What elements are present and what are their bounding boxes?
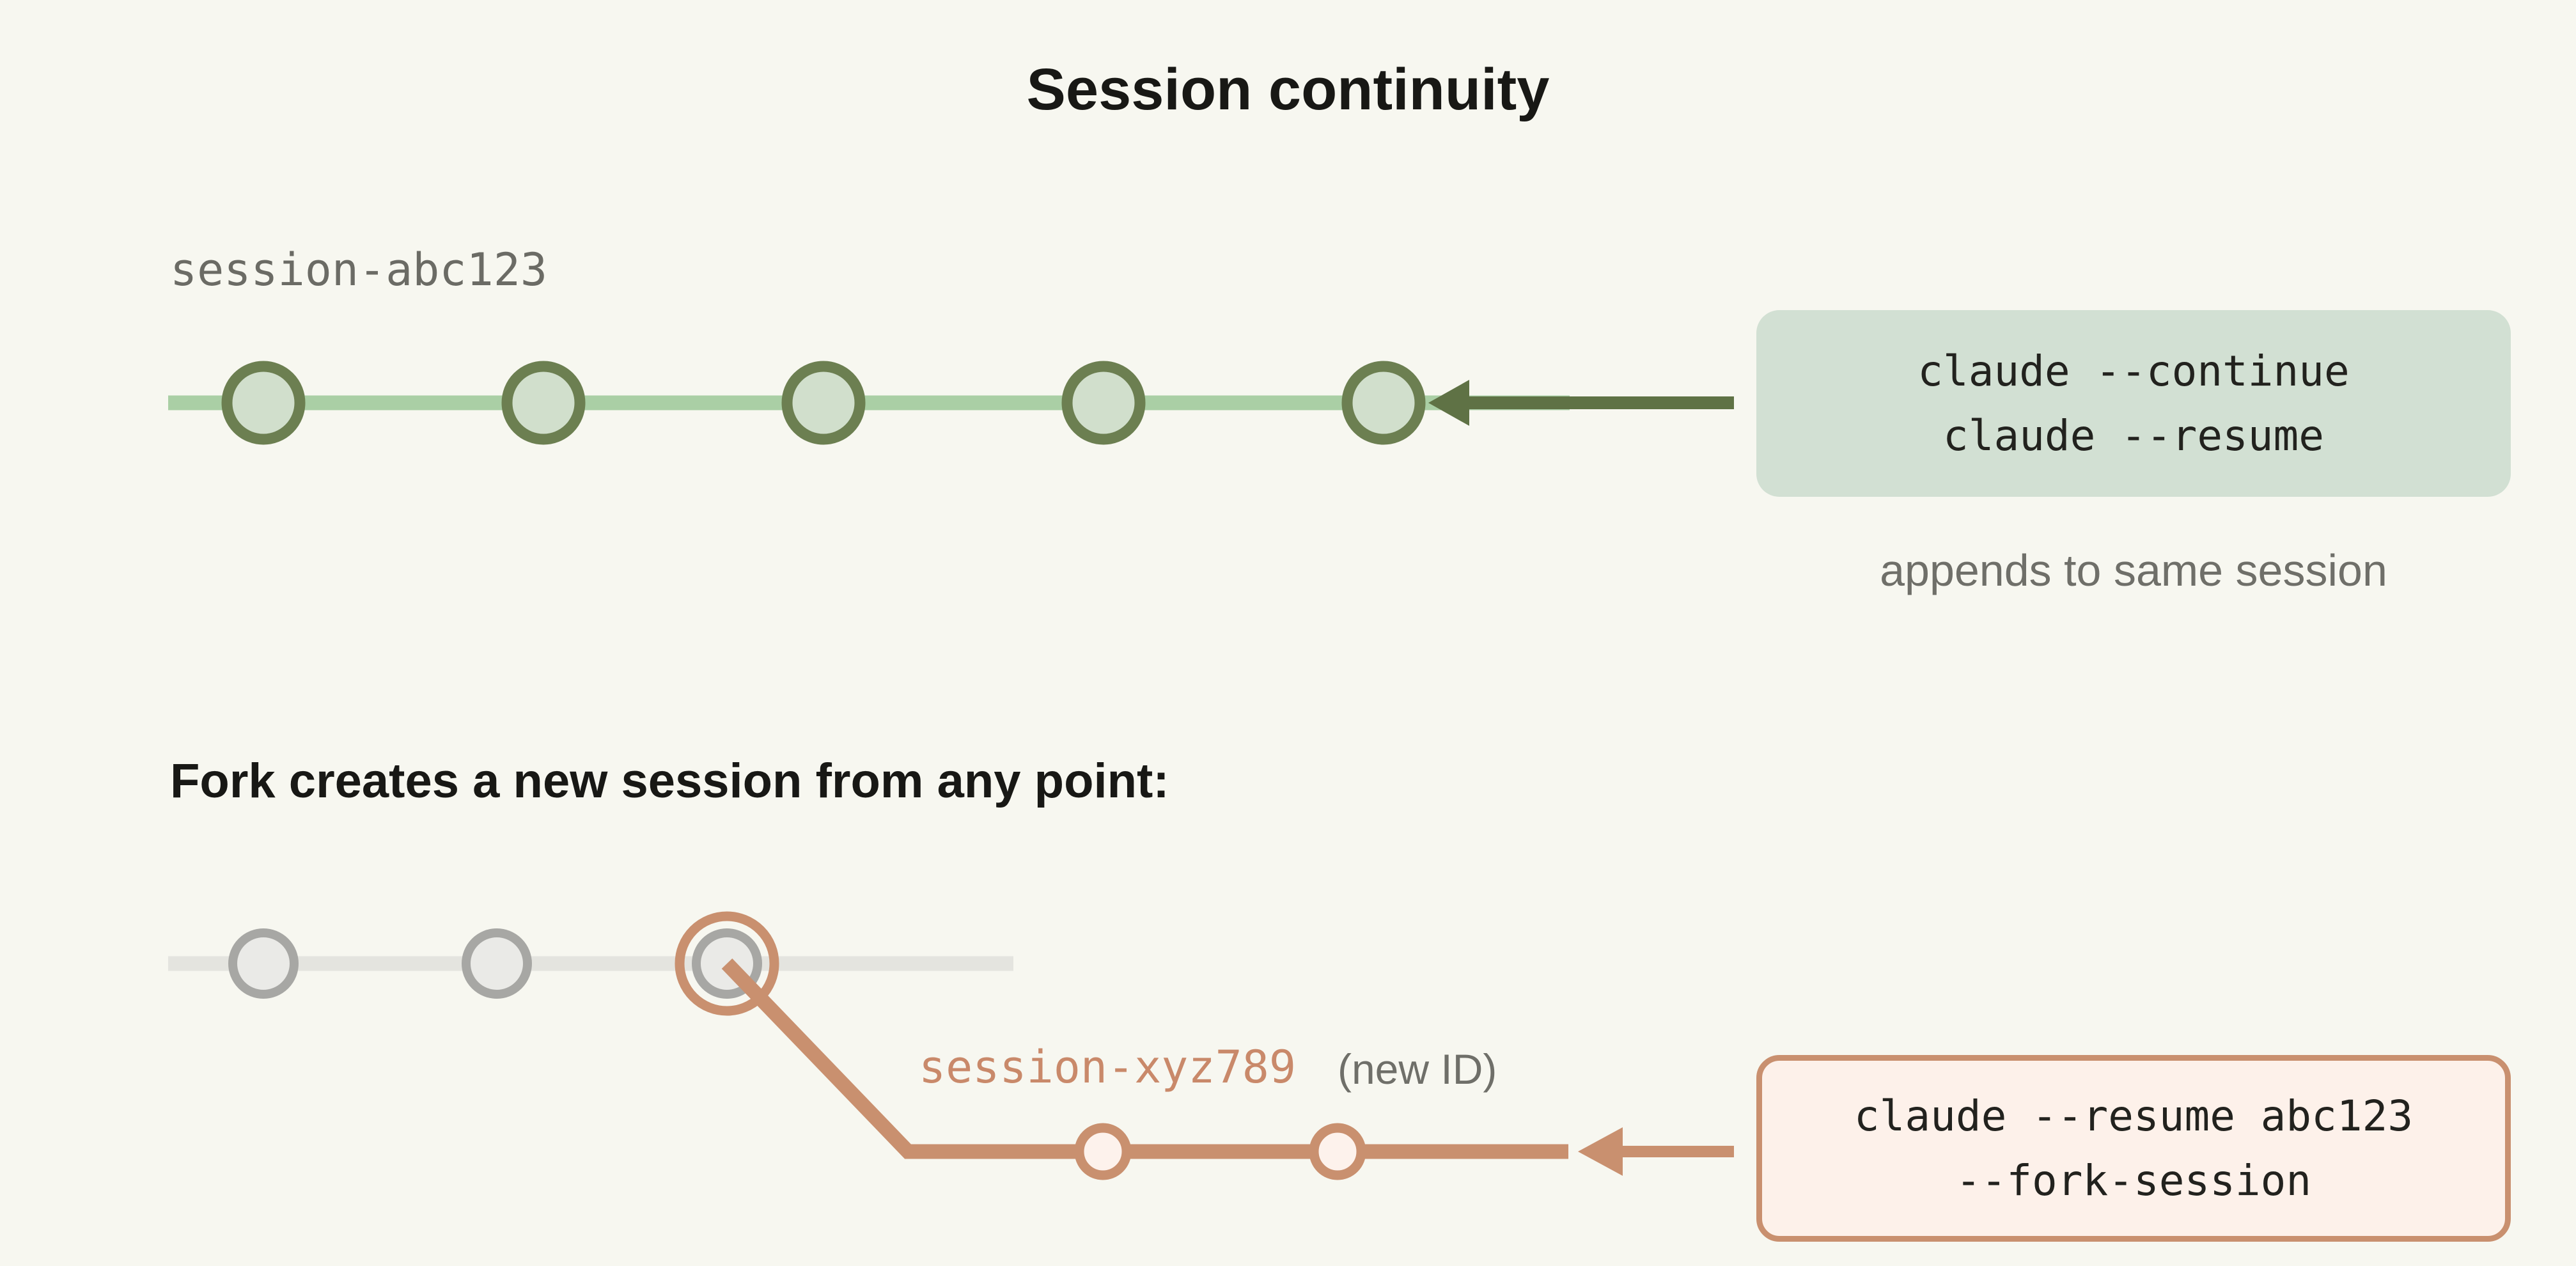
commit-node — [462, 928, 532, 999]
commit-node — [1061, 361, 1146, 445]
page-title: Session continuity — [1026, 57, 1550, 122]
command-text: claude --resume — [1942, 411, 2325, 460]
commit-node — [221, 361, 306, 445]
commit-node — [501, 361, 586, 445]
branch-commit-node — [1074, 1123, 1132, 1180]
commit-node — [228, 928, 299, 999]
arrowhead-left-icon — [1428, 380, 1469, 426]
session-id-label: session-abc123 — [170, 244, 548, 296]
command-text: claude --resume abc123 — [1854, 1091, 2414, 1141]
commit-node — [781, 361, 866, 445]
branch-new-id-note: (new ID) — [1338, 1045, 1497, 1093]
command-text: --fork-session — [1955, 1156, 2312, 1205]
command-text: claude --continue — [1917, 347, 2350, 396]
fork-timeline — [168, 911, 1734, 1180]
branch-session-id-label: session-xyz789 — [919, 1041, 1297, 1093]
arrowhead-left-icon — [1578, 1127, 1623, 1176]
branch-commit-node — [1309, 1123, 1366, 1180]
fork-command-box: claude --resume abc123 --fork-session — [1756, 1055, 2511, 1242]
continue-command-box: claude --continue claude --resume — [1756, 310, 2511, 497]
fork-section-heading: Fork creates a new session from any poin… — [170, 754, 1169, 808]
commit-node — [1341, 361, 1426, 445]
continue-timeline — [168, 361, 1734, 445]
continue-caption: appends to same session — [1880, 545, 2387, 595]
fork-point-highlight-ring — [675, 911, 779, 1016]
